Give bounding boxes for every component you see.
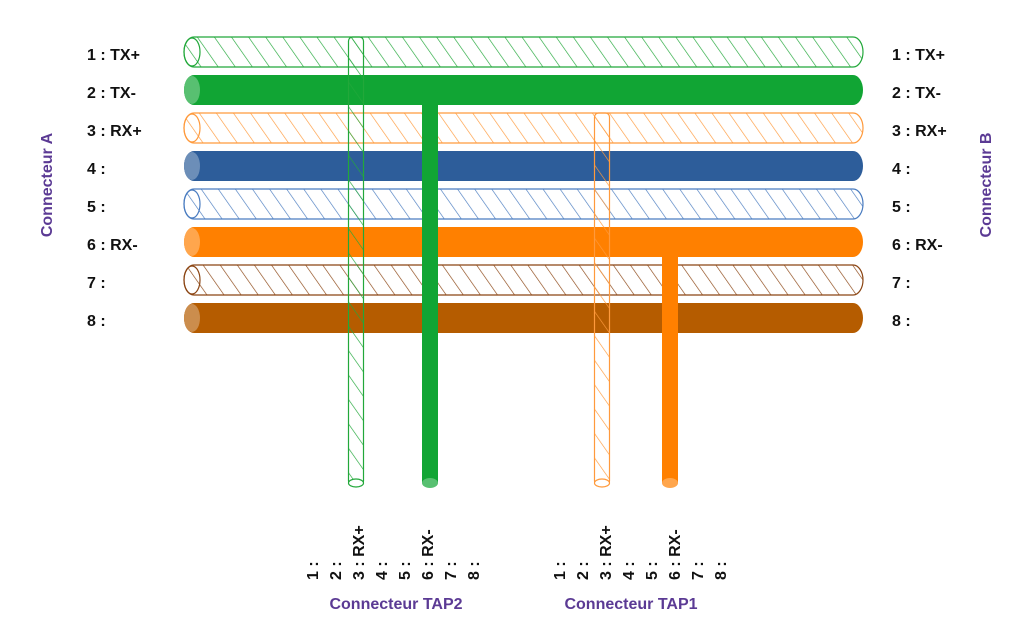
right-pin-label-1: 1 : TX+: [892, 47, 945, 64]
tap1-pin-label-3: 3 : RX+: [598, 525, 615, 580]
tap1-pin-label-1: 1 :: [552, 561, 569, 580]
main-wires: [183, 36, 864, 333]
tap-wire-tap2-pin-6: [422, 90, 438, 488]
tap2-pin-label-5: 5 :: [397, 561, 414, 580]
tap1-pin-label-7: 7 :: [690, 561, 707, 580]
right-pin-label-4: 4 :: [892, 161, 911, 178]
left-pin-label-2: 2 : TX-: [87, 85, 136, 102]
right-pin-labels: 1 : TX+ 2 : TX- 3 : RX+ 4 : 5 : 6 : RX- …: [892, 47, 947, 330]
wire-2: [184, 75, 863, 105]
tap-wire-tap2-pin-3: [347, 36, 365, 488]
tap-wire-tap1-pin-6: [662, 242, 678, 488]
tap1-pin-label-8: 8 :: [713, 561, 730, 580]
left-pin-label-3: 3 : RX+: [87, 123, 142, 140]
right-pin-label-3: 3 : RX+: [892, 123, 947, 140]
connector-tap1-label: Connecteur TAP1: [564, 596, 697, 613]
wire-4: [184, 151, 863, 181]
left-pin-label-4: 4 :: [87, 161, 106, 178]
connector-a-label: Connecteur A: [39, 132, 56, 237]
tap1-pin-label-5: 5 :: [644, 561, 661, 580]
tap2-pin-label-2: 2 :: [328, 561, 345, 580]
tap1-pin-label-6: 6 : RX-: [667, 529, 684, 580]
tap2-pin-label-3: 3 : RX+: [351, 525, 368, 580]
wire-3: [183, 112, 864, 144]
connector-b-label: Connecteur B: [978, 133, 995, 238]
tap1-pin-labels: 1 : 2 : 3 : RX+ 4 : 5 : 6 : RX- 7 : 8 :: [552, 525, 730, 580]
right-pin-label-6: 6 : RX-: [892, 237, 943, 254]
wire-7: [183, 264, 864, 296]
tap2-pin-label-1: 1 :: [305, 561, 322, 580]
right-pin-label-8: 8 :: [892, 313, 911, 330]
tap2-pin-label-8: 8 :: [466, 561, 483, 580]
wire-8: [184, 303, 863, 333]
left-pin-label-1: 1 : TX+: [87, 47, 140, 64]
left-pin-label-8: 8 :: [87, 313, 106, 330]
right-pin-label-5: 5 :: [892, 199, 911, 216]
tap2-pin-label-6: 6 : RX-: [420, 529, 437, 580]
right-pin-label-2: 2 : TX-: [892, 85, 941, 102]
left-pin-labels: 1 : TX+ 2 : TX- 3 : RX+ 4 : 5 : 6 : RX- …: [87, 47, 142, 330]
tap-wire-tap1-pin-3: [593, 112, 611, 488]
left-pin-label-7: 7 :: [87, 275, 106, 292]
left-pin-label-6: 6 : RX-: [87, 237, 138, 254]
wire-6: [184, 227, 863, 257]
connector-tap2-label: Connecteur TAP2: [329, 596, 462, 613]
tap2-pin-label-7: 7 :: [443, 561, 460, 580]
wire-5: [183, 188, 864, 220]
tap2-pin-label-4: 4 :: [374, 561, 391, 580]
tap-wires: [347, 36, 678, 488]
right-pin-label-7: 7 :: [892, 275, 911, 292]
tap2-pin-labels: 1 : 2 : 3 : RX+ 4 : 5 : 6 : RX- 7 : 8 :: [305, 525, 483, 580]
tap1-pin-label-4: 4 :: [621, 561, 638, 580]
left-pin-label-5: 5 :: [87, 199, 106, 216]
wire-1: [183, 36, 864, 68]
tap1-pin-label-2: 2 :: [575, 561, 592, 580]
